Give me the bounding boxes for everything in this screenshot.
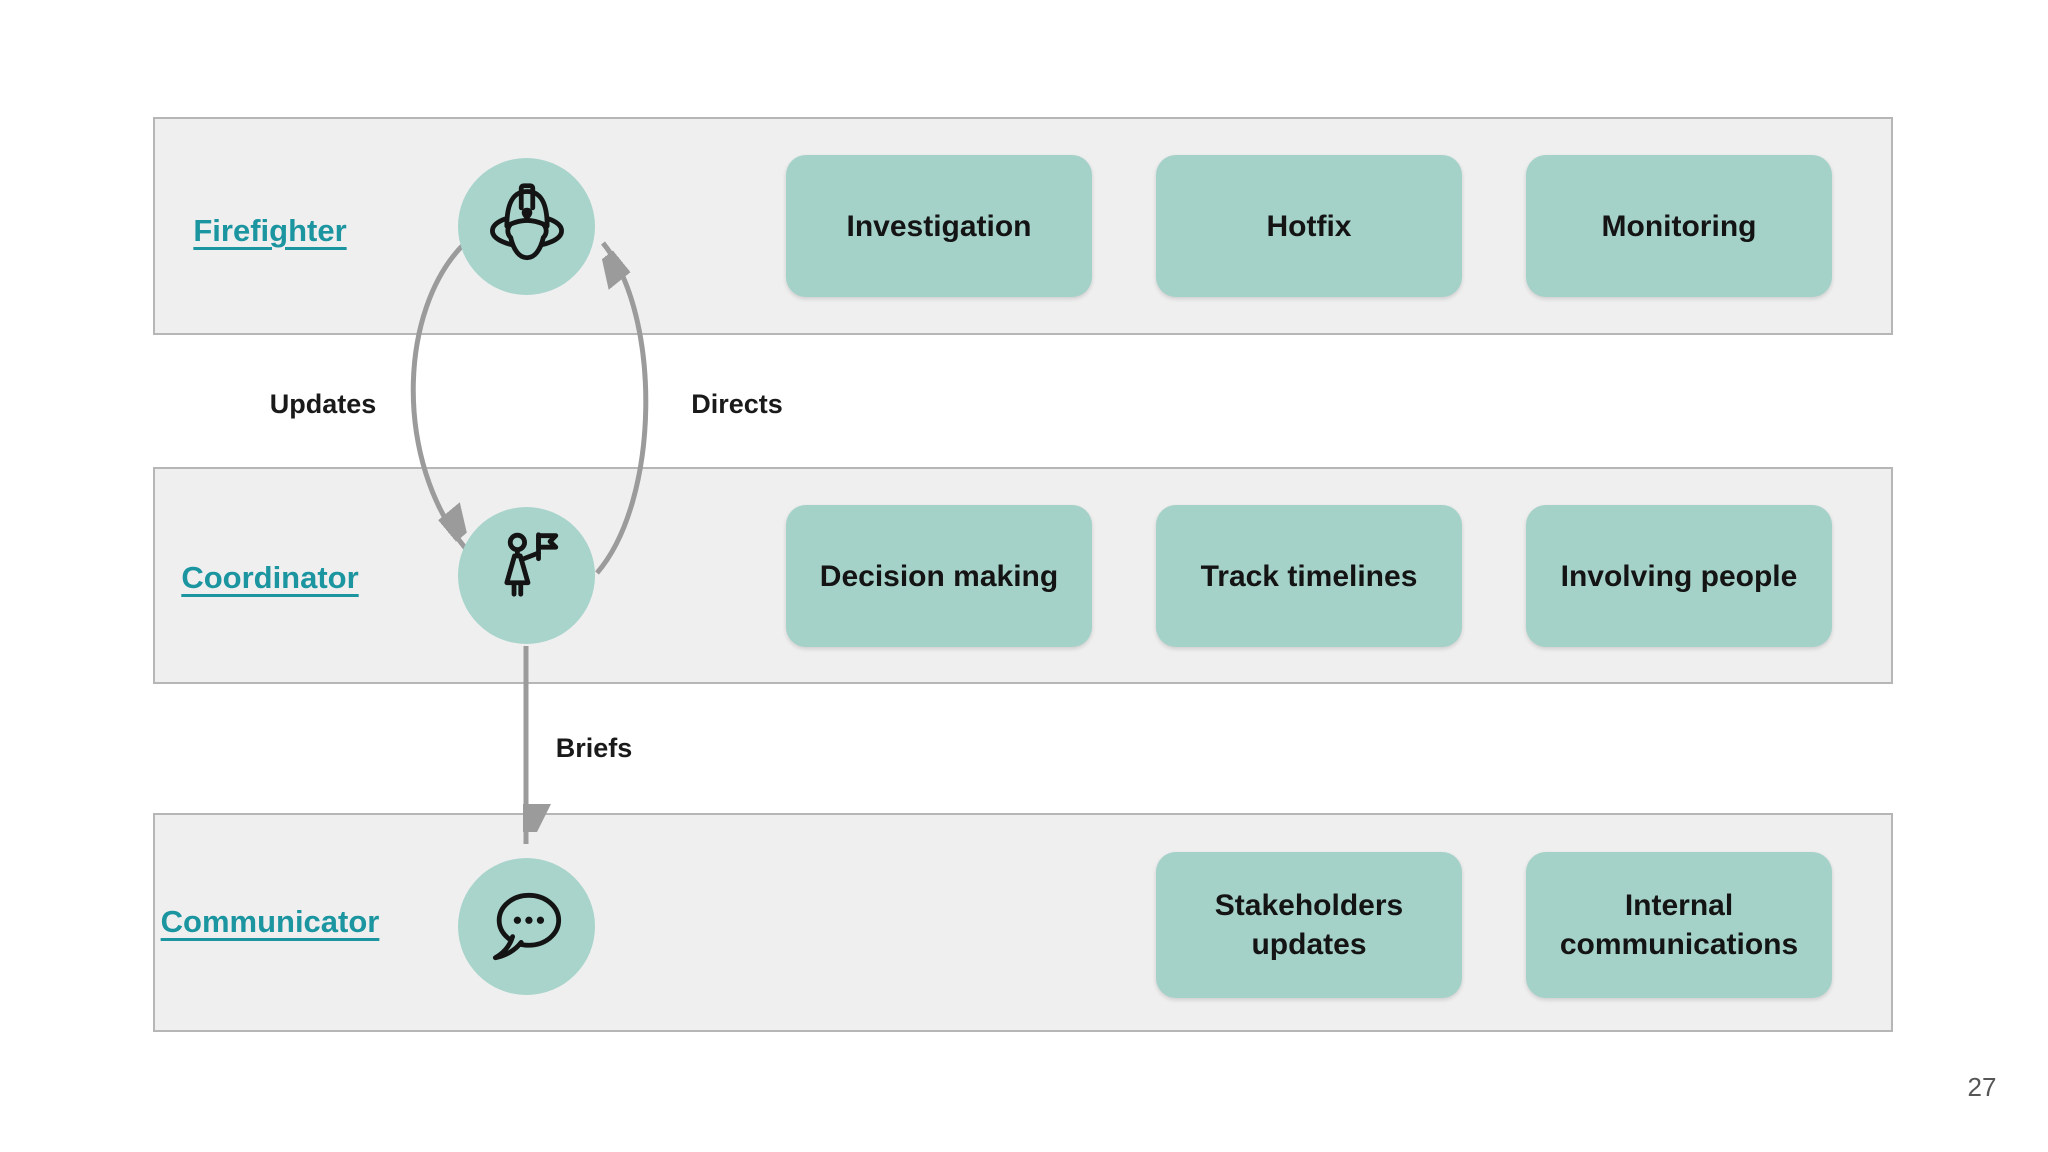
page-number: 27	[1967, 1072, 1997, 1102]
task-box-investigation: Investigation	[786, 155, 1092, 297]
speech-bubble-icon	[492, 892, 561, 960]
firefighter-icon-circle	[458, 158, 595, 295]
task-box-track-timelines: Track timelines	[1156, 505, 1462, 647]
person-with-flag-icon	[503, 531, 558, 597]
firefighter-helmet-icon	[489, 182, 564, 260]
coordinator-link[interactable]: Coordinator	[181, 560, 359, 595]
task-box-hotfix: Hotfix	[1156, 155, 1462, 297]
task-box-stakeholders-updates: Stakeholders updates	[1156, 852, 1462, 998]
coordinator-icon-circle	[458, 507, 595, 644]
briefs-arrow-label: Briefs	[555, 733, 633, 763]
task-box-internal-communications: Internal communications	[1526, 852, 1832, 998]
communicator-link[interactable]: Communicator	[160, 904, 380, 939]
firefighter-link[interactable]: Firefighter	[193, 213, 347, 248]
updates-arrow-label: Updates	[269, 389, 377, 419]
communicator-icon-circle	[458, 858, 595, 995]
task-box-involving-people: Involving people	[1526, 505, 1832, 647]
task-box-decision-making: Decision making	[786, 505, 1092, 647]
directs-arrow-label: Directs	[691, 389, 783, 419]
task-box-monitoring: Monitoring	[1526, 155, 1832, 297]
